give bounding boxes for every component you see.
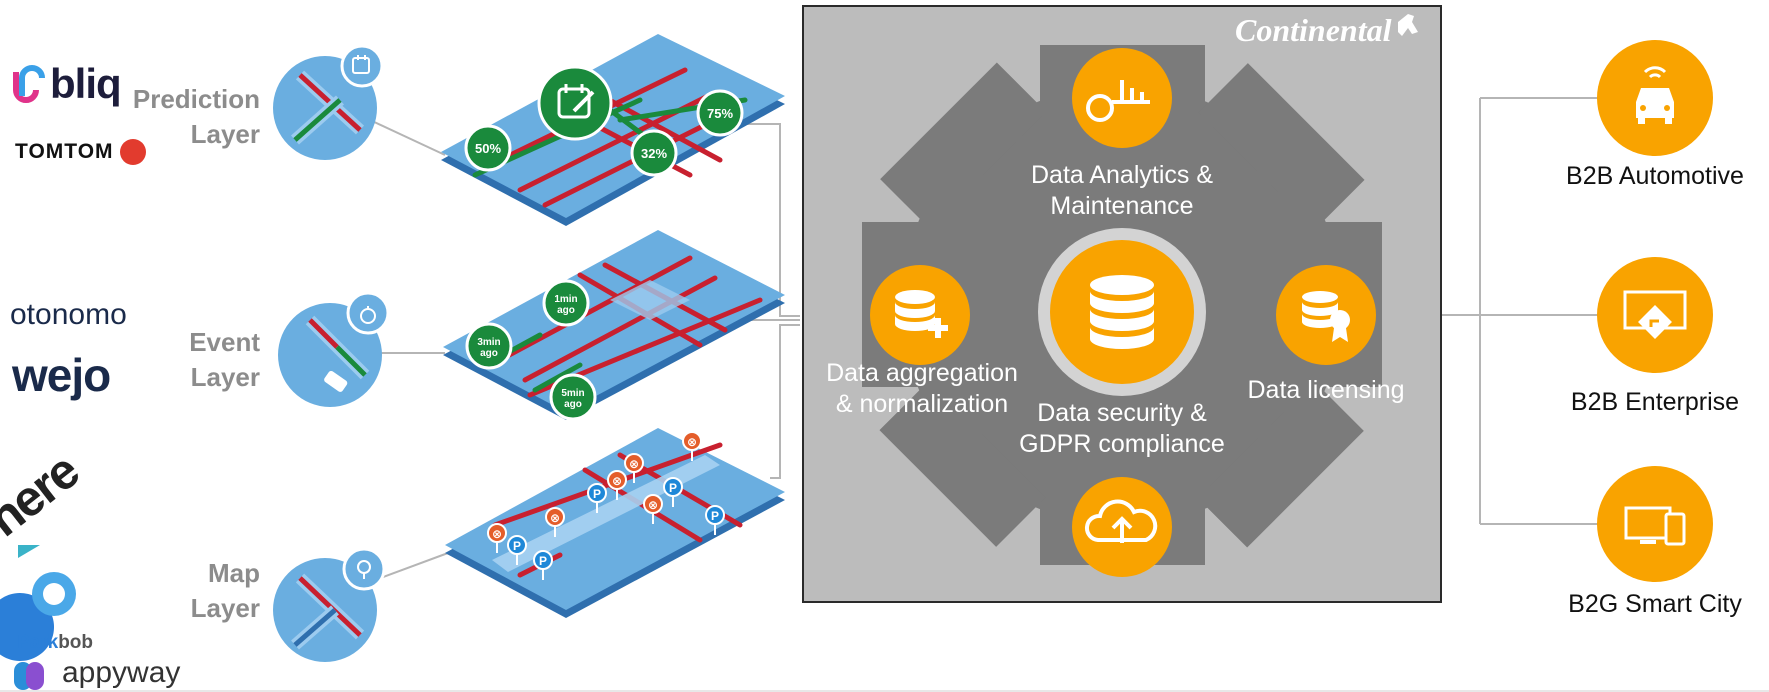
database-certificate-icon	[1302, 291, 1350, 342]
parking-marker: P	[663, 477, 683, 507]
prediction-badge-text: 32%	[641, 146, 667, 161]
blocked-road-marker: ⊗	[487, 523, 507, 553]
analytics-label-line1: Data Analytics &	[1030, 161, 1214, 189]
event-layer-label: Event Layer	[100, 325, 260, 395]
licensing-label: Data licensing	[1236, 375, 1416, 406]
continental-logo: Continental	[1235, 12, 1392, 48]
prediction-layer-circle	[273, 44, 384, 160]
appyway-logo-mark	[14, 662, 44, 690]
aggregation-label-line2: & normalization	[835, 390, 1009, 418]
parking-marker: P	[507, 535, 527, 565]
event-layer-circle	[278, 291, 390, 407]
event-badge-line2: ago	[480, 348, 498, 359]
base-map-tile	[445, 428, 785, 618]
bliq-logo: bliq	[50, 60, 122, 107]
prediction-badge-text: 50%	[475, 141, 501, 156]
event-badge-line2: ago	[564, 399, 582, 410]
devices-icon	[1624, 506, 1686, 546]
screen-direction-icon	[1623, 290, 1687, 339]
blocked-road-marker: ⊗	[682, 431, 702, 461]
security-label: Data security & GDPR compliance	[992, 398, 1252, 460]
event-badge-line1: 5min	[561, 388, 584, 399]
database-icon	[1090, 275, 1154, 349]
parking-marker: P	[533, 550, 553, 580]
prediction-badge-text: 75%	[707, 106, 733, 121]
blocked-road-marker-glyph: ⊗	[648, 498, 658, 512]
bliq-logo-mark	[13, 65, 45, 103]
analytics-icon	[1086, 80, 1150, 122]
automotive-label: B2B Automotive	[1566, 162, 1744, 190]
continental-horse-logo	[1398, 14, 1418, 36]
parkbob-logo-mark	[0, 572, 76, 661]
prediction-layer-label-line1: Prediction	[132, 84, 260, 114]
tomtom-logo: TOMTOM	[15, 140, 114, 163]
blocked-road-marker-glyph: ⊗	[492, 527, 502, 541]
prediction-badge: 32%	[630, 129, 678, 177]
parkbob-logo-part-park: Park	[17, 632, 59, 653]
blocked-road-marker: ⊗	[545, 507, 565, 537]
map-layer-circle	[273, 547, 386, 662]
aggregation-label: Data aggregation & normalization	[812, 358, 1032, 420]
prediction-badge: 50%	[464, 124, 512, 172]
parkbob-logo: Parkbob	[17, 632, 93, 654]
parking-marker-glyph: P	[593, 487, 601, 501]
licensing-label-line1: Data licensing	[1247, 376, 1405, 404]
blocked-road-marker-glyph: ⊗	[687, 435, 697, 449]
calendar-edit-icon	[537, 65, 613, 141]
event-badge-line1: 3min	[477, 337, 500, 348]
cloud-upload-icon	[1085, 499, 1158, 543]
parking-marker-glyph: P	[539, 554, 547, 568]
smart-city-label: B2G Smart City	[1568, 590, 1742, 618]
analytics-label: Data Analytics & Maintenance	[992, 160, 1252, 222]
security-label-line1: Data security &	[1037, 399, 1207, 427]
blocked-road-marker-glyph: ⊗	[550, 511, 560, 525]
connected-car-icon	[1636, 66, 1674, 124]
prediction-layer-label-line2: Layer	[190, 119, 260, 149]
event-badge-line1: 1min	[554, 294, 577, 305]
blocked-road-marker: ⊗	[624, 453, 644, 483]
parking-marker-glyph: P	[513, 539, 521, 553]
tomtom-logo-mark	[120, 139, 146, 165]
map-layer-label: Map Layer	[100, 556, 260, 626]
parking-marker-glyph: P	[669, 481, 677, 495]
blocked-road-marker-glyph: ⊗	[612, 474, 622, 488]
map-layer-label-line2: Layer	[190, 593, 260, 623]
prediction-layer-label: Prediction Layer	[100, 82, 260, 152]
parking-marker: P	[705, 505, 725, 535]
smart-city-circle	[1597, 466, 1713, 582]
map-layer-label-line1: Map	[208, 558, 260, 588]
wejo-logo: wejo	[12, 349, 111, 401]
blocked-road-marker: ⊗	[643, 494, 663, 524]
parkbob-logo-part-bob: bob	[58, 632, 94, 653]
blocked-road-marker: ⊗	[607, 470, 627, 500]
analytics-label-line2: Maintenance	[1050, 192, 1194, 220]
event-layer-label-line2: Layer	[190, 362, 260, 392]
security-label-line2: GDPR compliance	[1019, 430, 1225, 458]
appyway-logo: appyway	[62, 656, 181, 689]
enterprise-label: B2B Enterprise	[1570, 388, 1740, 416]
parking-marker-glyph: P	[711, 509, 719, 523]
aggregation-label-line1: Data aggregation	[826, 359, 1018, 387]
prediction-badge: 75%	[696, 89, 744, 137]
event-layer-label-line1: Event	[189, 327, 260, 357]
event-badge-line2: ago	[557, 305, 575, 316]
otonomo-logo: otonomo	[10, 298, 127, 331]
blocked-road-marker-glyph: ⊗	[629, 457, 639, 471]
database-add-icon	[895, 290, 948, 338]
here-logo-mark	[18, 545, 40, 558]
parking-marker: P	[587, 483, 607, 513]
